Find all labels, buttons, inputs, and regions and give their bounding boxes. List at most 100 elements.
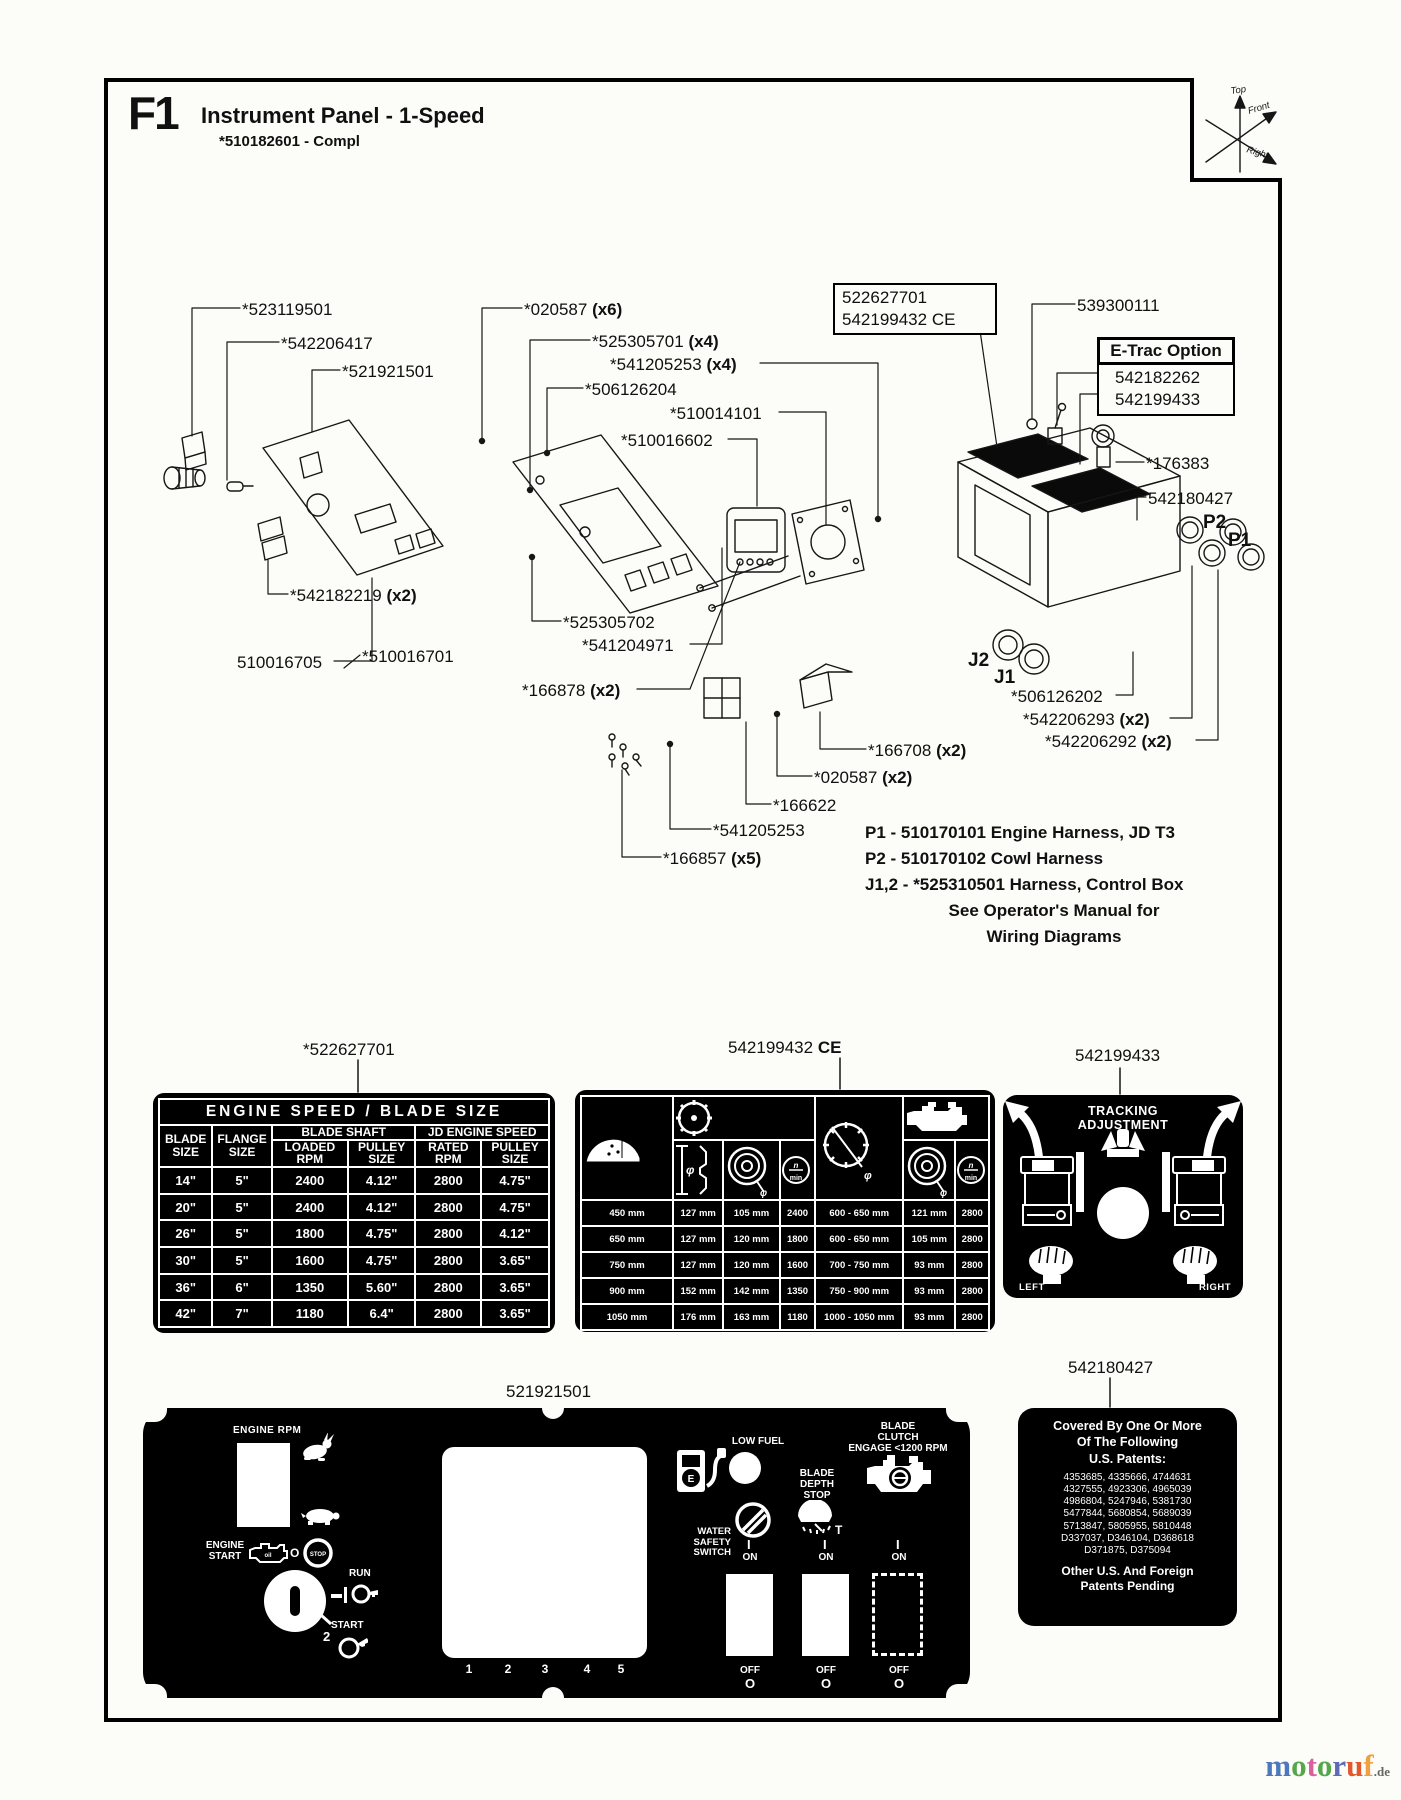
toggle-switch[interactable] <box>802 1574 849 1656</box>
text-line: Patents Pending <box>1080 1579 1175 1594</box>
screw-cluster-parts <box>608 733 642 776</box>
switch-off-symbol: O <box>744 1676 756 1691</box>
table-cell: 2800 <box>414 1166 483 1195</box>
table-cell: 1800 <box>270 1219 349 1249</box>
svg-text:φ: φ <box>760 1188 767 1198</box>
table-cell: 93 mm <box>902 1277 957 1305</box>
svg-text:φ: φ <box>686 1163 695 1177</box>
svg-text:φ: φ <box>940 1188 947 1198</box>
axis-label-top: Top <box>1230 84 1247 97</box>
text-line: WATER <box>697 1526 731 1537</box>
part-label: J1 <box>994 667 1016 688</box>
blade-depth-stop-icon: T <box>798 1500 843 1537</box>
orientation-cube-box <box>1190 78 1282 182</box>
key-switch[interactable] <box>261 1568 347 1638</box>
page-subtitle: *510182601 - Compl <box>219 133 360 150</box>
text-line: 4353685, 4335666, 4744631 <box>1063 1471 1192 1483</box>
part-label: 510016705 <box>237 653 323 672</box>
table-cell: 36" <box>157 1272 214 1302</box>
table-cell: 3.65" <box>480 1246 550 1275</box>
text-line: D371875, D375094 <box>1084 1544 1171 1556</box>
table-cell: 2800 <box>414 1219 483 1249</box>
switch-off-symbol: O <box>820 1676 832 1691</box>
ref-line: 522627701 <box>842 288 928 307</box>
table-cell: 2800 <box>414 1246 483 1275</box>
part-label: *506126202 <box>1011 687 1103 706</box>
table-cell: 750 mm <box>579 1251 675 1279</box>
svg-text:n: n <box>793 1161 798 1170</box>
table-cell: 120 mm <box>722 1225 781 1253</box>
low-fuel-label: LOW FUEL <box>731 1436 785 1447</box>
text-line: ENGAGE <1200 RPM <box>848 1443 948 1455</box>
text-line: 5477844, 5680854, 5689039 <box>1063 1508 1192 1520</box>
gauge-window <box>442 1447 647 1658</box>
toggle-switch-optional[interactable] <box>872 1573 923 1656</box>
saw-machine-left-icon <box>1020 1152 1084 1226</box>
part-label: *541205253 (x4) <box>610 355 737 374</box>
logo-letter: r <box>1332 1748 1347 1783</box>
table-cell: 127 mm <box>672 1251 725 1279</box>
table-cell: 2400 <box>270 1192 349 1222</box>
logo-letter: o <box>1316 1748 1333 1783</box>
fuel-pump-icon: E <box>677 1448 726 1492</box>
table-cell: 750 - 900 mm <box>814 1277 905 1305</box>
curved-arrow-left-icon <box>1005 1101 1043 1158</box>
middle-panel-part <box>512 434 719 614</box>
ref-line: 542199432 CE <box>842 310 956 329</box>
blade-clutch-icon <box>867 1455 931 1492</box>
figure-id: F1 <box>128 87 180 139</box>
svg-text:n: n <box>969 1161 974 1170</box>
blade-gauge-icon: φ <box>814 1095 905 1201</box>
part-label: *510014101 <box>670 404 762 423</box>
switch-on-symbol: I <box>747 1537 751 1552</box>
column-header: RATED RPM <box>414 1138 483 1169</box>
throttle-slot[interactable] <box>237 1443 290 1527</box>
pulley-icon: φ <box>722 1139 781 1201</box>
logo-tld: .de <box>1373 1764 1390 1779</box>
rocker-switch-parts <box>257 516 288 561</box>
rabbit-icon <box>303 1433 334 1461</box>
table-cell: 4.75" <box>346 1219 417 1249</box>
table-cell: 105 mm <box>722 1199 781 1227</box>
wing-nut-icon <box>1101 1129 1145 1157</box>
part-label: 542180427 <box>1148 489 1234 508</box>
engine-rpm-label: ENGINE RPM <box>233 1425 302 1436</box>
ring-parts <box>1176 516 1265 571</box>
pulley-icon: φ <box>902 1139 957 1201</box>
text-line: START <box>208 1551 242 1563</box>
table-cell: 93 mm <box>902 1303 957 1331</box>
text-line: TRACKING <box>1088 1104 1158 1118</box>
start-position-number: 2 <box>323 1629 331 1644</box>
table-cell: 1350 <box>778 1277 817 1305</box>
table-cell: 4.12" <box>480 1219 550 1249</box>
text-line: J1,2 - *525310501 Harness, Control Box <box>865 875 1184 894</box>
text-line: Other U.S. And Foreign <box>1061 1564 1194 1579</box>
table-cell: 5" <box>211 1192 273 1222</box>
corner-notch <box>141 1406 167 1422</box>
part-label: *166878 (x2) <box>522 681 621 700</box>
text-line: U.S. Patents: <box>1088 1451 1167 1466</box>
part-label: *020587 (x6) <box>524 300 623 319</box>
part-label: *166622 <box>773 796 837 815</box>
table-cell: 30" <box>157 1246 214 1275</box>
table-cell: 127 mm <box>672 1199 725 1227</box>
blade-icon <box>579 1095 675 1201</box>
table-cell: 450 mm <box>579 1199 675 1227</box>
table-cell: 152 mm <box>672 1277 725 1305</box>
part-label: *521921501 <box>342 362 434 381</box>
toggle-switch[interactable] <box>726 1574 773 1656</box>
part-label: *542206293 (x2) <box>1023 710 1150 729</box>
table-cell: 7" <box>211 1299 273 1328</box>
table-cell: 1800 <box>778 1225 817 1253</box>
